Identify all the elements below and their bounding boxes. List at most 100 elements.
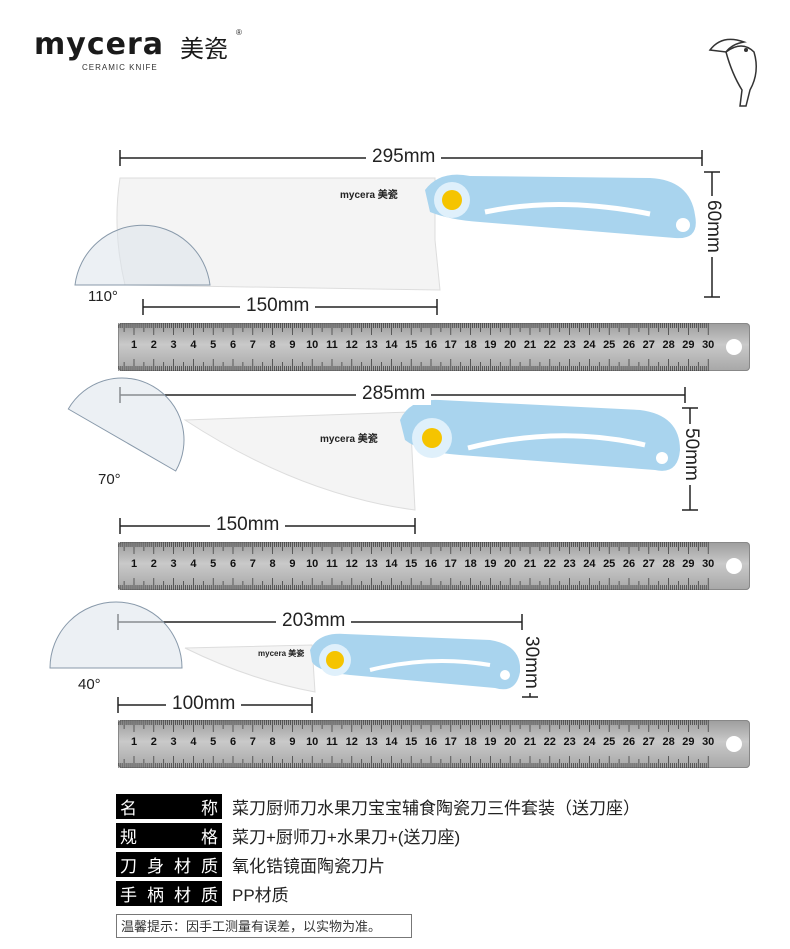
ruler-number: 29 — [682, 339, 695, 351]
ruler-number: 9 — [289, 339, 296, 351]
ruler-number: 2 — [150, 339, 157, 351]
ruler-number: 20 — [504, 558, 517, 570]
ruler-number: 9 — [289, 736, 296, 748]
spec-row-spec: 规格 菜刀+厨师刀+水果刀+(送刀座) — [116, 823, 460, 848]
ruler-number: 16 — [424, 558, 438, 570]
ruler-number: 4 — [190, 558, 197, 570]
ruler-ticks — [118, 323, 709, 371]
ruler-number: 4 — [190, 339, 197, 351]
ruler-number: 1 — [130, 736, 138, 748]
ruler-number: 8 — [269, 736, 276, 748]
ruler-number: 5 — [210, 558, 217, 570]
brand-name: mycera — [34, 27, 164, 62]
ruler-number: 25 — [603, 558, 616, 570]
ruler-number: 11 — [326, 736, 338, 748]
ruler-number: 17 — [444, 339, 457, 351]
brand-logo: mycera — [34, 30, 164, 60]
blade-length-label: 150mm — [210, 514, 286, 536]
ruler-number: 22 — [543, 339, 556, 351]
ruler-number: 25 — [603, 736, 616, 748]
ruler-number: 19 — [484, 339, 497, 351]
ruler-number: 6 — [229, 339, 237, 351]
ruler-number: 6 — [229, 736, 237, 748]
ruler-number: 21 — [523, 736, 537, 748]
knife-cleaver — [74, 174, 696, 291]
brand-cn: 美瓷 — [180, 36, 228, 63]
spec-value: 氧化锆镜面陶瓷刀片 — [232, 857, 385, 876]
ruler-number: 30 — [702, 736, 715, 748]
ruler-number: 17 — [444, 736, 457, 748]
ruler-number: 18 — [464, 558, 477, 570]
ruler-number: 12 — [345, 736, 358, 748]
ruler-number: 12 — [345, 558, 358, 570]
ruler-number: 11 — [326, 339, 338, 351]
ruler-number: 9 — [289, 558, 296, 570]
ruler-number: 17 — [444, 558, 457, 570]
spec-row-handle-material: 手柄材质 PP材质 — [116, 881, 289, 906]
ruler-number: 8 — [269, 558, 276, 570]
ruler-number: 2 — [150, 736, 157, 748]
ruler-hole — [726, 558, 742, 574]
ruler-ticks — [118, 542, 709, 590]
label-char: 刀 — [120, 857, 137, 876]
label-char: 名 — [120, 799, 137, 818]
ruler-number: 26 — [622, 736, 636, 748]
ruler-number: 3 — [170, 339, 177, 351]
label-char: 格 — [201, 828, 218, 847]
ruler-number: 16 — [424, 736, 438, 748]
label-char: 规 — [120, 828, 137, 847]
ruler-number: 20 — [504, 736, 517, 748]
label-char: 身 — [147, 857, 164, 876]
ruler-number: 5 — [210, 736, 217, 748]
ruler-number: 13 — [365, 339, 378, 351]
label-char: 质 — [201, 857, 218, 876]
ruler-number: 26 — [622, 339, 636, 351]
ruler-number: 29 — [682, 558, 695, 570]
ruler-number: 14 — [385, 558, 398, 570]
ruler-number: 11 — [326, 558, 338, 570]
spec-value: 菜刀厨师刀水果刀宝宝辅食陶瓷刀三件套装（送刀座） — [232, 799, 640, 818]
ruler-number: 24 — [583, 736, 596, 748]
ruler-number: 14 — [385, 339, 398, 351]
knife-chef — [67, 377, 680, 511]
ruler-ticks — [118, 720, 709, 768]
ruler-number: 1 — [130, 339, 138, 351]
ruler-number: 23 — [563, 339, 576, 351]
ruler-number: 22 — [543, 736, 556, 748]
ruler-number: 12 — [345, 339, 358, 351]
spec-label: 规格 — [116, 823, 222, 848]
ruler-number: 8 — [269, 339, 276, 351]
ruler-number: 19 — [484, 558, 497, 570]
ruler-number: 19 — [484, 736, 497, 748]
height-label: 60mm — [702, 196, 724, 257]
ruler-number: 16 — [424, 339, 438, 351]
spec-value: 菜刀+厨师刀+水果刀+(送刀座) — [232, 828, 461, 847]
brand-subtitle: CERAMIC KNIFE — [82, 63, 158, 72]
ruler-number: 13 — [365, 558, 378, 570]
blade-logo: mycera 美瓷 — [340, 190, 398, 201]
label-char: 材 — [174, 886, 191, 905]
ruler-number: 28 — [662, 558, 675, 570]
blade-length-label: 100mm — [166, 693, 242, 715]
ruler-number: 27 — [642, 339, 655, 351]
ruler-number: 14 — [385, 736, 398, 748]
ruler-number: 21 — [523, 558, 537, 570]
ruler-number: 21 — [523, 339, 537, 351]
spec-label: 刀身材质 — [116, 852, 222, 877]
knife-fruit — [49, 601, 521, 693]
label-char: 材 — [174, 857, 191, 876]
ruler-hole — [726, 339, 742, 355]
ruler-number: 23 — [563, 736, 576, 748]
label-char: 质 — [201, 886, 218, 905]
ruler-number: 6 — [229, 558, 237, 570]
ruler-number: 3 — [170, 558, 177, 570]
ruler-number: 3 — [170, 736, 177, 748]
ruler-number: 7 — [249, 339, 256, 351]
ruler-number: 10 — [306, 339, 319, 351]
length-label: 295mm — [366, 146, 442, 168]
ruler-number: 15 — [405, 558, 418, 570]
measurement-note: 温馨提示：因手工测量有误差，以实物为准。 — [116, 914, 412, 938]
spec-label: 名称 — [116, 794, 222, 819]
